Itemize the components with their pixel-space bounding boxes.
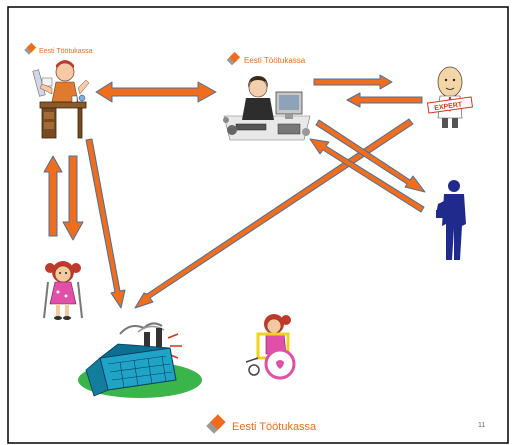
factory-icon [78, 322, 202, 398]
arrow-businessman-to-consultant [309, 138, 425, 213]
page-number: 11 [478, 422, 485, 429]
employer-at-desk-icon [32, 60, 90, 139]
expert-icon: EXPERT [426, 66, 474, 128]
arrow-down-employer-to-girl [62, 155, 84, 241]
logo-top-left: Eesti Töötukassa [24, 42, 93, 55]
girl-with-crutches-icon [43, 261, 83, 320]
arrows [43, 74, 426, 309]
double-arrow-employer-consultant [95, 81, 217, 103]
businessman-icon [436, 180, 466, 260]
arrow-employer-to-factory [85, 138, 126, 309]
logo-bottom: Eesti Töötukassa [206, 414, 317, 434]
logo-text: Eesti Töötukassa [232, 421, 317, 433]
logo-top-center: Eesti Töötukassa [226, 51, 306, 66]
logo-text: Eesti Töötukassa [39, 48, 93, 55]
arrow-consultant-to-businessman [315, 119, 426, 193]
arrow-up-girl-to-employer [43, 155, 63, 237]
consultant-at-computer-icon [223, 76, 311, 141]
logo-text: Eesti Töötukassa [244, 56, 306, 65]
arrow-consultant-to-expert [313, 74, 393, 90]
child-in-wheelchair-icon [245, 314, 296, 380]
arrow-expert-to-consultant [346, 92, 423, 108]
expert-sign-text: EXPERT [434, 101, 463, 112]
